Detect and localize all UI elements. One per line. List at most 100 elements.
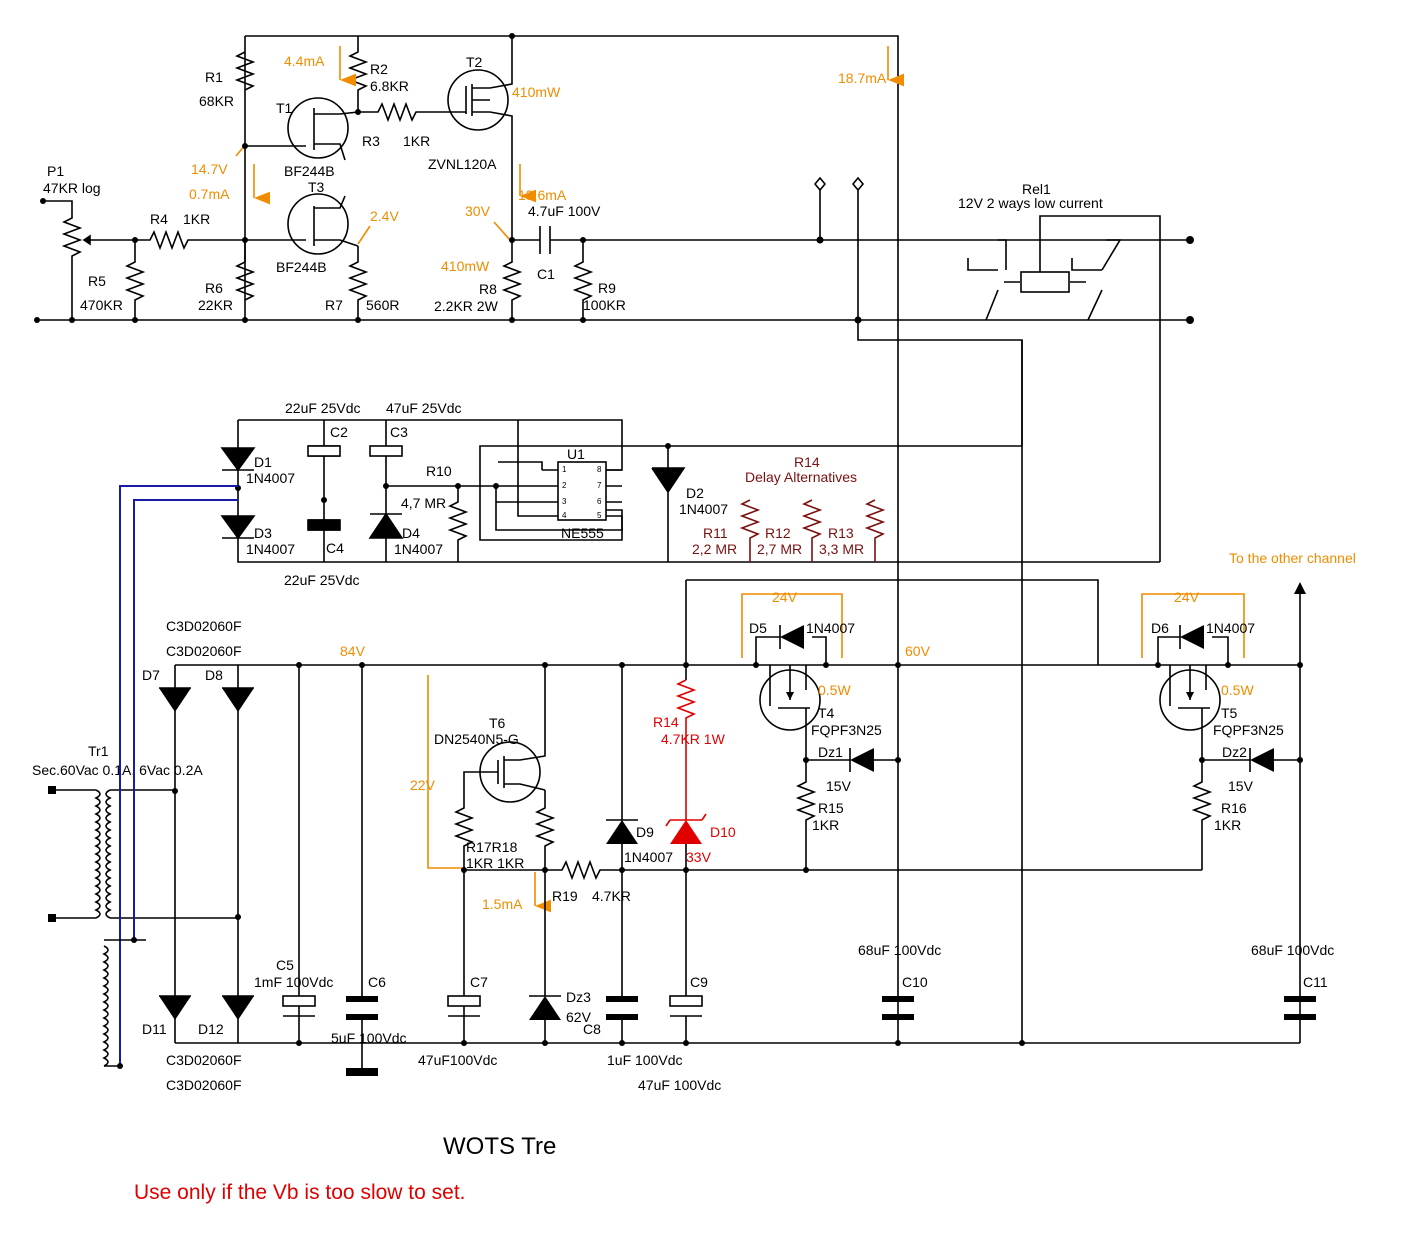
r1-resistor [234,51,256,91]
t3-jfet [287,193,349,255]
r10-label: R10 [426,463,452,479]
r14-resistor [675,679,697,820]
t2-label: T2 [466,54,483,70]
voltage-gate: 14.7V [191,161,228,177]
c2-value: 22uF 25Vdc [285,400,361,416]
c11-label: C11 [1303,974,1328,990]
r5-value: 470KR [80,297,123,313]
r11-value: 2,2 MR [692,541,737,557]
c7-label: C7 [470,974,488,990]
rel1-contacts [967,215,1161,562]
dz1-value: 15V [826,778,852,794]
c10-value: 68uF 100Vdc [858,942,941,958]
r17-r18-resistors [453,771,556,1043]
t1-value: BF244B [284,163,335,179]
d9-value: 1N4007 [624,849,673,865]
d4-value: 1N4007 [394,541,443,557]
u1-value: NE555 [561,525,604,541]
other-channel-label: To the other channel [1229,550,1356,566]
d6-diode [1180,625,1204,649]
dz3-label: Dz3 [566,989,591,1005]
current-top: 18.7mA [838,70,887,86]
t1-label: T1 [276,100,293,116]
r8-resistor [501,240,523,320]
t3-value: BF244B [276,259,327,275]
r19-value: 4.7KR [592,888,631,904]
r2-label: R2 [370,61,388,77]
schematic-title: WOTS Tre [443,1133,556,1160]
d12-value: C3D02060F [166,1077,242,1093]
r6-label: R6 [205,280,223,296]
r10-resistor [386,485,542,562]
d2-value: 1N4007 [679,501,728,517]
d11-value: C3D02060F [166,1052,242,1068]
d8-label: D8 [205,667,223,683]
c5-label: C5 [276,957,294,973]
d5-label: D5 [749,620,767,636]
r4-label: R4 [150,211,168,227]
p1-potentiometer [43,200,83,320]
power-t2: 410mW [512,84,561,100]
c8-capacitor [606,996,638,1002]
r13-label: R13 [828,525,854,541]
r12-label: R12 [765,525,791,541]
r16-label: R16 [1221,800,1247,816]
t4-value: FQPF3N25 [811,722,882,738]
rel1-coil [1020,271,1070,293]
c6-value: 5uF 100Vdc [331,1030,407,1046]
u1-pin2: 2 [562,481,567,490]
u1-label: U1 [567,446,585,462]
d5-diode [780,625,804,649]
c8-label: C8 [583,1021,601,1037]
d5-value: 1N4007 [806,620,855,636]
r9-value: 100KR [583,297,626,313]
d6-value: 1N4007 [1206,620,1255,636]
c11-value: 68uF 100Vdc [1251,942,1334,958]
c9-capacitor [669,995,703,1007]
r5-label: R5 [88,273,106,289]
p1-label: P1 [47,163,64,179]
tr1-label: Tr1 [88,743,109,759]
c10-capacitor [882,996,914,1002]
r3-label: R3 [362,133,380,149]
c3-label: C3 [390,424,408,440]
dz2-label: Dz2 [1222,744,1247,760]
d10-zener [670,820,702,844]
r12-value: 2,7 MR [757,541,802,557]
u1-pin5: 5 [597,511,602,520]
voltage-t3: 2.4V [370,208,399,224]
dz3-value: 62V [566,1009,592,1025]
r8-label: R8 [479,281,497,297]
d6-label: D6 [1151,620,1169,636]
dz1-zener [850,748,874,772]
r16-resistor [1191,760,1213,870]
r19-label: R19 [552,888,578,904]
r9-resistor [572,240,594,320]
t3-label: T3 [308,179,325,195]
current-t2: 13.6mA [518,187,567,203]
r13-value: 3,3 MR [819,541,864,557]
d3-label: D3 [254,525,272,541]
d9-label: D9 [636,824,654,840]
amplifier-section: R1 68KR R2 6.8KR 4.4mA T1 BF244B R3 1KR … [34,33,1194,1043]
d7-d8-value2: C3D02060F [166,643,242,659]
d9-diode [606,820,638,844]
t4-label: T4 [818,705,835,721]
t6-label: T6 [489,715,506,731]
r3-value: 1KR [403,133,430,149]
delay-alternatives-label: Delay Alternatives [745,469,857,485]
r14-label: R14 [653,714,679,730]
current-t1: 0.7mA [189,186,230,202]
u1-ic [557,461,607,521]
r19-resistor [464,859,1202,881]
c1-value: 4.7uF 100V [528,203,601,219]
c10-label: C10 [902,974,928,990]
r3-resistor [358,101,446,123]
t5-label: T5 [1221,705,1238,721]
t2-mosfet [447,69,509,131]
current-1-5ma: 1.5mA [482,896,523,912]
u1-pin1: 1 [562,465,567,474]
d1-d3-diodes [220,447,256,540]
current-r2: 4.4mA [284,53,325,69]
voltage-output: 30V [465,203,491,219]
